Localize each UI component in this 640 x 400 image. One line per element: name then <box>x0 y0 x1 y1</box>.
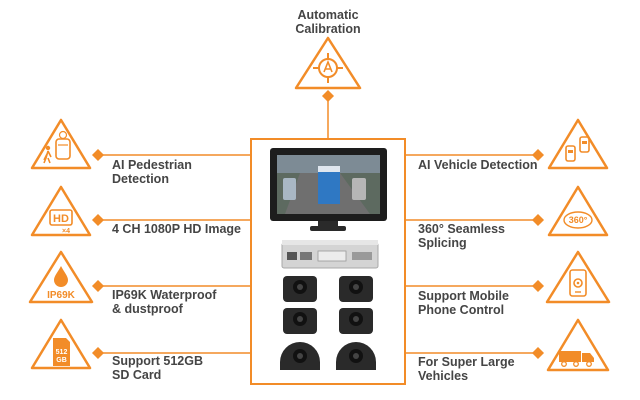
svg-text:×4: ×4 <box>62 228 70 235</box>
seamless-splicing-label: 360° Seamless Splicing <box>418 222 506 250</box>
hd-x4-icon: HD ×4 <box>30 185 92 237</box>
sd-card-icon: 512 GB <box>30 318 92 370</box>
monitor-display <box>270 148 387 231</box>
target-a-icon <box>294 36 362 90</box>
sd-card-label: Support 512GB SD Card <box>112 354 203 382</box>
ai-pedestrian-label: AI Pedestrian Detection <box>112 158 192 186</box>
rotation-360-icon: 360° <box>547 185 609 237</box>
large-vehicles-label: For Super Large Vehicles <box>418 355 515 383</box>
phone-gear-icon <box>545 250 611 304</box>
svg-text:GB: GB <box>56 357 67 364</box>
camera-units <box>280 276 376 370</box>
ai-vehicle-label: AI Vehicle Detection <box>418 158 538 172</box>
svg-text:360°: 360° <box>569 215 588 225</box>
two-cars-icon <box>547 118 609 170</box>
hd-image-label: 4 CH 1080P HD Image <box>112 222 241 236</box>
pedestrian-car-icon <box>30 118 92 170</box>
dvr-recorder <box>281 240 379 269</box>
svg-text:HD: HD <box>53 213 69 225</box>
truck-icon <box>546 318 610 372</box>
auto-calibration-label: Automatic Calibration <box>295 8 361 36</box>
svg-text:512: 512 <box>56 349 68 356</box>
mobile-control-label: Support Mobile Phone Control <box>418 289 509 317</box>
connector-lines <box>91 89 545 360</box>
svg-text:IP69K: IP69K <box>47 290 76 301</box>
water-drop-icon: IP69K <box>28 250 94 304</box>
waterproof-label: IP69K Waterproof & dustproof <box>112 288 217 316</box>
